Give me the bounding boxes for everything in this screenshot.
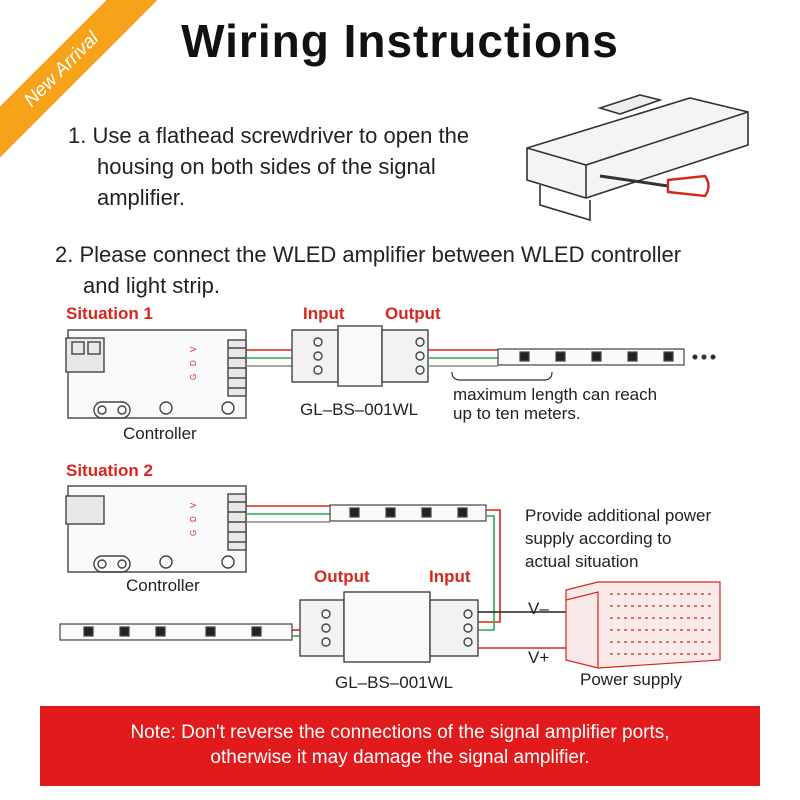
situation-1-controller-label: Controller <box>123 424 197 443</box>
step-2-line-2: and light strip. <box>83 273 220 298</box>
situation-1-output-label: Output <box>385 304 441 323</box>
led-strip-1 <box>497 348 716 366</box>
v-plus-label: V+ <box>528 648 550 667</box>
length-bracket <box>451 371 553 381</box>
v-minus-label: V– <box>528 599 549 618</box>
situation-1-input-label: Input <box>303 304 345 323</box>
situation-2-heading: Situation 2 <box>66 461 153 480</box>
wires-sit2-out <box>292 629 300 637</box>
situation-1-model-label: GL–BS–001WL <box>300 400 419 419</box>
situation-2-model-label: GL–BS–001WL <box>335 673 454 692</box>
wires-sit2-down <box>478 509 501 631</box>
pin-label-g-2: G <box>189 530 198 536</box>
power-supply-label: Power supply <box>580 670 683 689</box>
situation-2-output-label: Output <box>314 567 370 586</box>
situation-1-heading: Situation 1 <box>66 304 153 323</box>
step-1-line-2: housing on both sides of the signal <box>97 154 436 179</box>
amplifier-housing-illustration <box>526 94 749 222</box>
controller-board-1 <box>65 329 247 419</box>
pin-label-g-1: G <box>189 374 198 380</box>
power-supply-illustration <box>565 581 721 669</box>
situation-2-controller-label: Controller <box>126 576 200 595</box>
pin-label-v-2: V <box>189 502 198 508</box>
wires-sit2-top <box>246 505 330 523</box>
controller-board-2 <box>65 485 247 573</box>
power-note-line-1: Provide additional power <box>525 506 712 525</box>
power-note-line-2: supply according to <box>525 529 672 548</box>
pin-label-d-1: D <box>189 360 198 366</box>
wires-sit1-in <box>246 349 300 367</box>
pin-label-d-2: D <box>189 516 198 522</box>
page-title: Wiring Instructions <box>181 15 619 67</box>
pin-label-v-1: V <box>189 346 198 352</box>
warning-note-text: Note: Don't reverse the connections of t… <box>40 720 760 770</box>
power-note-line-3: actual situation <box>525 552 639 571</box>
length-note-line-1: maximum length can reach <box>453 385 658 404</box>
led-strip-2a <box>329 504 487 522</box>
step-1-line-3: amplifier. <box>97 185 186 210</box>
led-strip-2b <box>59 623 293 641</box>
amplifier-2 <box>299 591 479 663</box>
step-2-line-1: 2. Please connect the WLED amplifier bet… <box>55 242 682 267</box>
amplifier-1 <box>291 325 429 387</box>
wires-sit1-out <box>428 349 498 367</box>
warning-note-line-2: otherwise it may damage the signal ampli… <box>210 747 590 768</box>
screwdriver-icon <box>599 174 710 198</box>
situation-2-input-label: Input <box>429 567 471 586</box>
step-1-line-1: 1. Use a flathead screwdriver to open th… <box>68 123 470 148</box>
warning-note-box <box>40 706 760 786</box>
warning-note-line-1: Note: Don't reverse the connections of t… <box>130 722 670 743</box>
length-note-line-2: up to ten meters. <box>453 404 581 423</box>
power-wires <box>478 611 570 649</box>
